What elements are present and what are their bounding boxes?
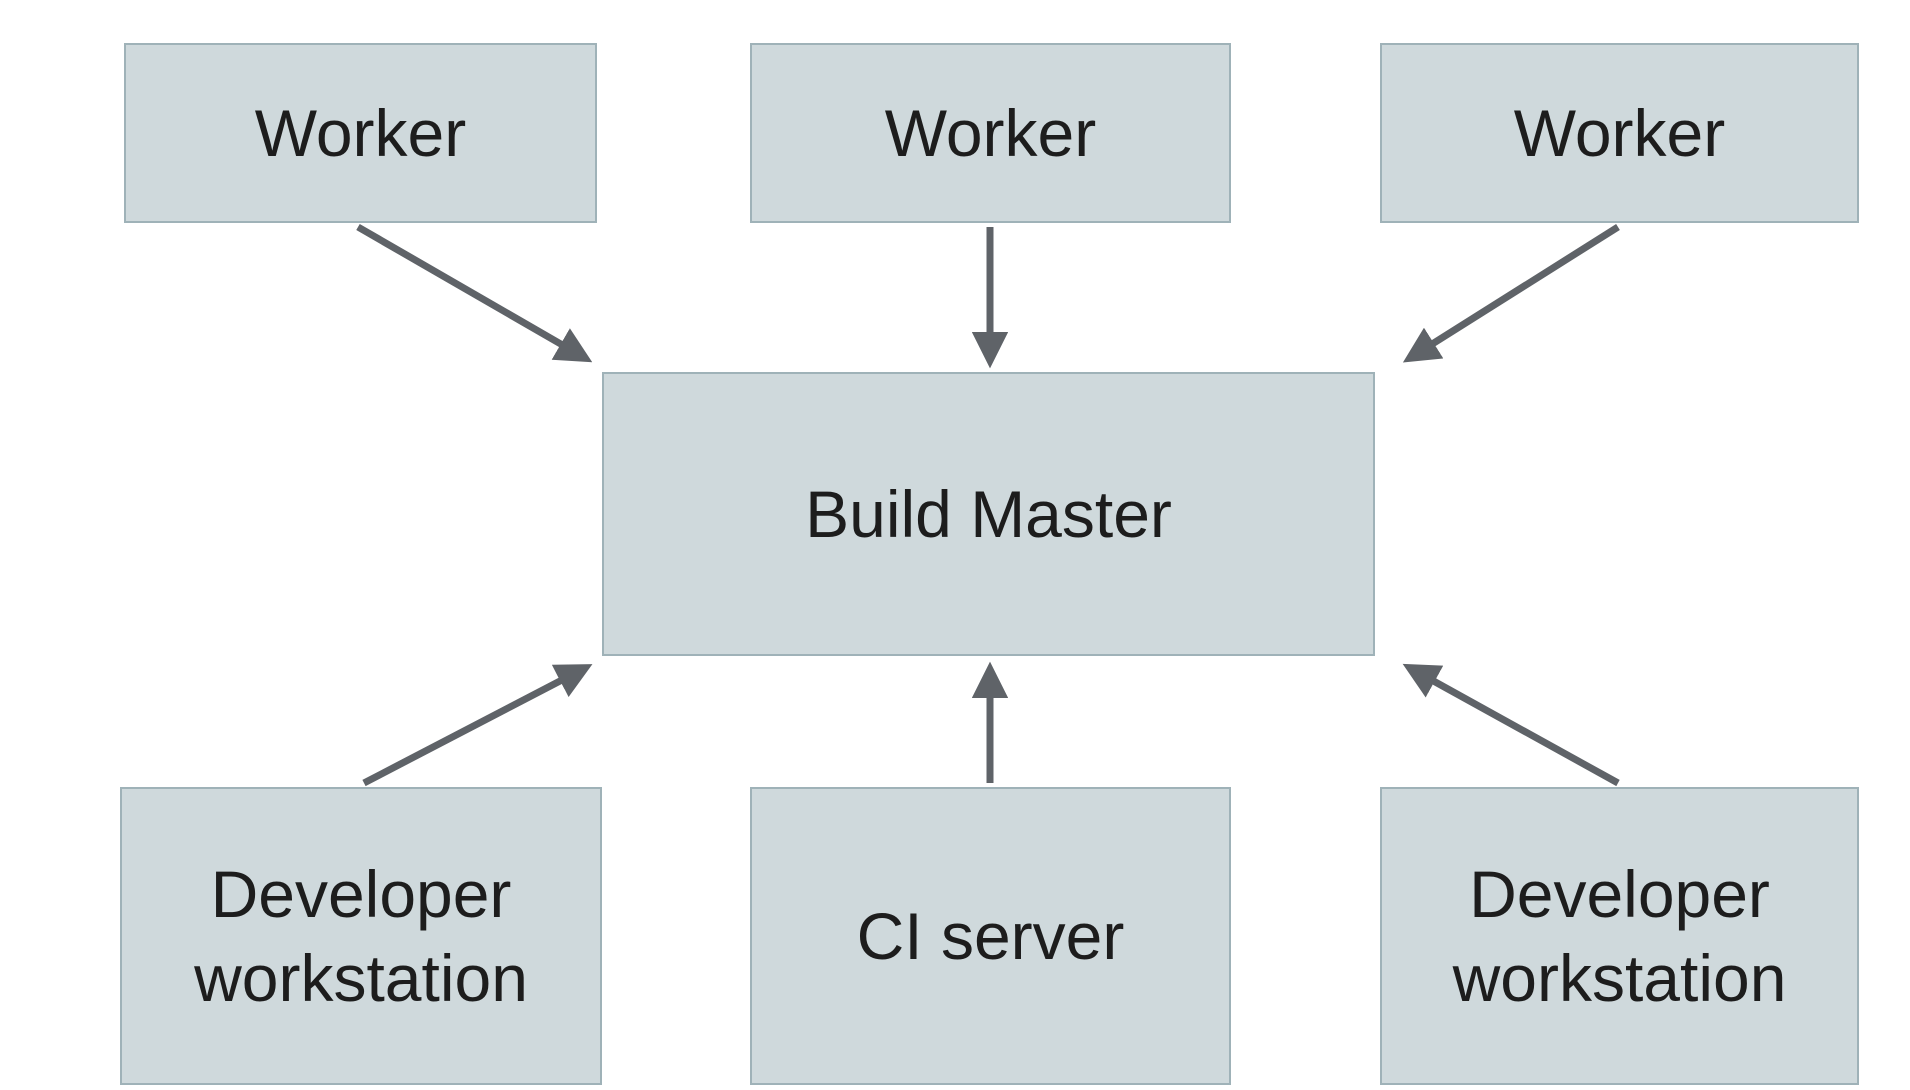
node-ci-server-label: CI server [856,898,1125,973]
node-worker-1-label: Worker [254,95,467,170]
node-developer-workstation-left-label: Developer workstation [194,856,528,1015]
node-developer-workstation-left: Developer workstation [120,787,602,1085]
edge-developer-workstation-right-to-build-master [1402,663,1620,787]
edge-developer-workstation-left-to-build-master [362,664,593,787]
edge-worker-3-to-build-master [1402,224,1620,363]
node-build-master-label: Build Master [805,476,1172,551]
node-worker-2-label: Worker [884,95,1097,170]
node-worker-3: Worker [1380,43,1859,223]
node-developer-workstation-right: Developer workstation [1380,787,1859,1085]
node-build-master: Build Master [602,372,1375,656]
node-developer-workstation-right-label: Developer workstation [1452,856,1787,1015]
node-ci-server: CI server [750,787,1231,1085]
node-worker-3-label: Worker [1513,95,1726,170]
edge-worker-1-to-build-master [356,223,593,363]
node-worker-2: Worker [750,43,1231,223]
node-worker-1: Worker [124,43,597,223]
